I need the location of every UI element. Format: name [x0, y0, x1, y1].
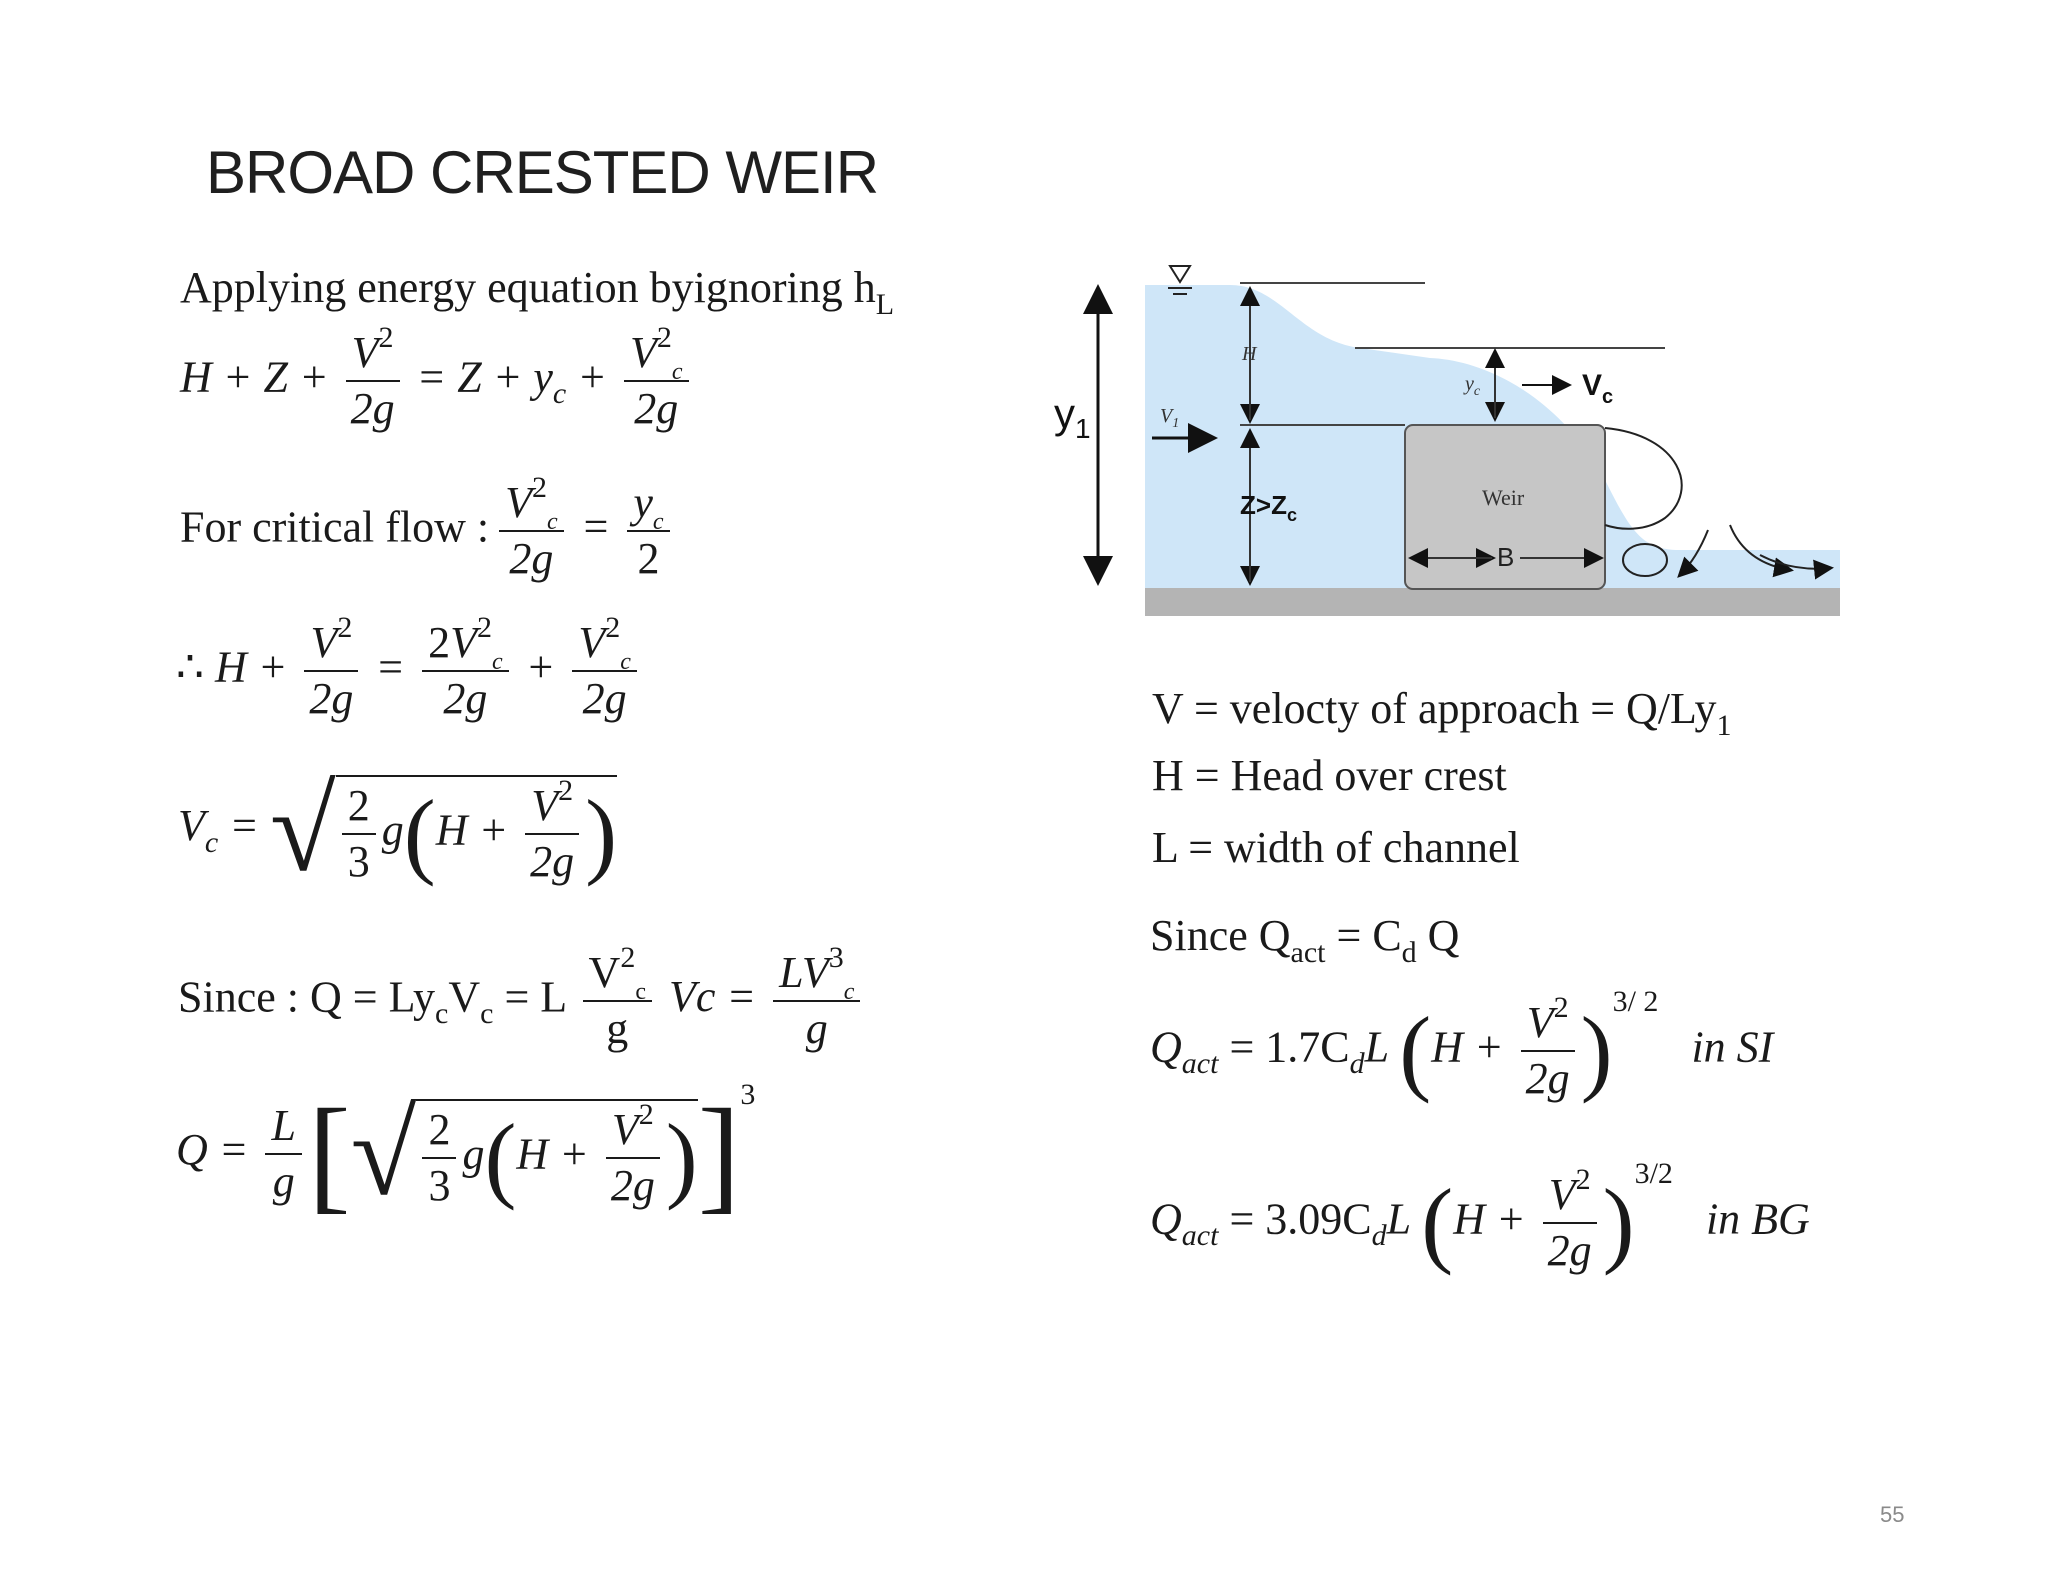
since-eq: = L: [493, 972, 566, 1022]
intro-sub: L: [875, 288, 895, 321]
in-si-label: in SI: [1691, 1022, 1774, 1072]
qact-bg-coef: = 3.09C: [1229, 1194, 1372, 1244]
V1-label: V1: [1160, 405, 1179, 431]
since-q-text: Since Q: [1150, 911, 1291, 960]
weir-label: Weir: [1482, 485, 1525, 510]
weir-diagram: y1 H V1 yc Vc Z>Zc Weir B: [1054, 265, 1840, 616]
def-v-text: V = velocty of approach = Q/Ly: [1152, 684, 1717, 733]
si-exponent: 3/ 2: [1612, 985, 1659, 1019]
H-label: H: [1241, 343, 1258, 365]
intro-text: Applying energy equation byignoring hL: [180, 262, 894, 321]
channel-bed: [1145, 588, 1840, 616]
page-number: 55: [1880, 1502, 1905, 1527]
nappe-curve: [1604, 427, 1683, 530]
slide-title: BROAD CRESTED WEIR: [206, 139, 879, 206]
Vc-label: Vc: [1582, 369, 1613, 408]
def-l: L = width of channel: [1152, 823, 1520, 872]
B-label: B: [1497, 542, 1514, 572]
ZZc-label: Z>Zc: [1240, 490, 1297, 525]
y1-label: y1: [1054, 390, 1091, 444]
critical-flow-label: For critical flow :: [180, 502, 490, 552]
bg-exponent: 3/2: [1634, 1157, 1673, 1191]
in-bg-label: in BG: [1705, 1194, 1810, 1244]
since-g: g: [606, 1004, 629, 1054]
since-q-sub2: d: [1401, 936, 1417, 969]
def-h: H = Head over crest: [1152, 751, 1507, 800]
since-vc: V: [448, 972, 481, 1022]
free-surface-icon: [1168, 265, 1192, 284]
def-v-sub: 1: [1716, 709, 1732, 742]
since-q-sub: act: [1290, 936, 1326, 969]
intro-main: Applying energy equation byignoring h: [180, 263, 876, 312]
weir-block: [1404, 424, 1606, 590]
def-v: V = velocty of approach = Q/Ly1: [1152, 683, 1731, 742]
vortex-icon: [1622, 543, 1668, 577]
since-q-mid: = C: [1325, 911, 1402, 960]
qact-si-coef: = 1.7C: [1229, 1022, 1350, 1072]
since-q-end: Q: [1416, 911, 1460, 960]
yc-label: yc: [1463, 373, 1481, 399]
since-label: Since : Q = Ly: [178, 972, 436, 1022]
since-vc-label: Vc =: [668, 972, 757, 1022]
since-qact: Since Qact = Cd Q: [1150, 910, 1460, 969]
